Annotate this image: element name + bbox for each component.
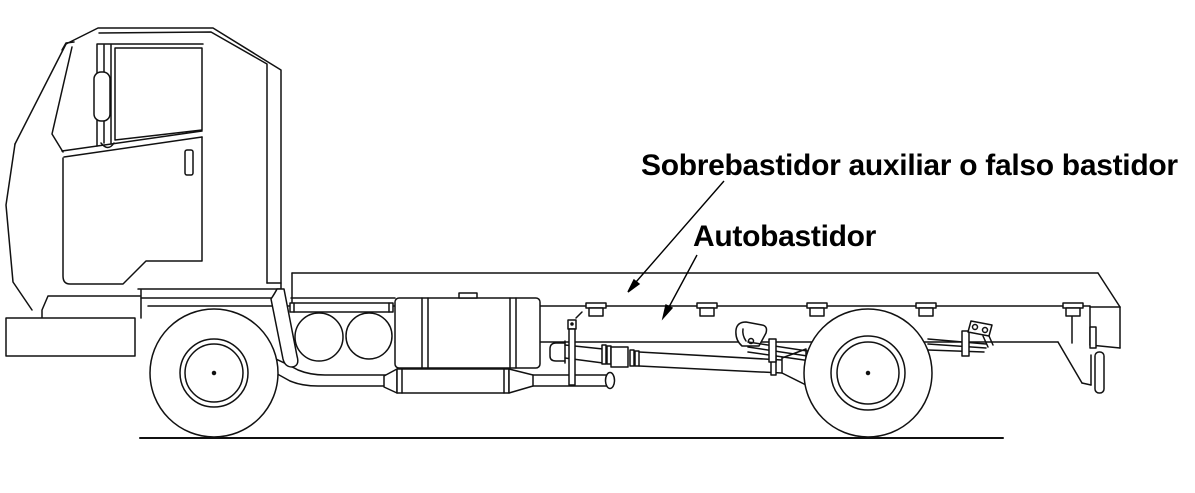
- rear-mudflap-bracket: [1094, 351, 1105, 394]
- truck-cab: [5, 27, 299, 368]
- belt-line: [61, 130, 203, 152]
- frame-clip: [585, 302, 607, 317]
- windshield-edge: [51, 46, 73, 153]
- fuel-tank: [394, 292, 541, 369]
- cab-step: [41, 295, 141, 319]
- cab-silhouette: [6, 28, 281, 356]
- exhaust-system: [246, 348, 616, 394]
- front-wheel: [149, 308, 279, 438]
- spring-clamp: [961, 330, 970, 357]
- front-bumper: [5, 317, 136, 357]
- spring-clamp: [768, 338, 777, 363]
- u-joint: [610, 346, 629, 368]
- window-glass: [114, 47, 203, 141]
- support-rod: [567, 311, 583, 386]
- frame-clip: [696, 302, 718, 317]
- tailpipe-end: [604, 371, 616, 390]
- air-tanks: [294, 312, 393, 362]
- sun-visor: [61, 41, 75, 51]
- frame-rear-overhang: [1057, 272, 1121, 394]
- frame-clip: [1062, 302, 1084, 317]
- rear-leaf-spring-rear: [927, 320, 994, 357]
- rear-reflector: [1089, 326, 1097, 349]
- spring-hanger-front: [735, 321, 768, 347]
- leader-arrow-autobastidor: [661, 254, 698, 321]
- driveshaft: [549, 340, 807, 386]
- fender-band: [270, 288, 299, 368]
- step-board: [289, 297, 396, 313]
- muffler-right-cone: [508, 368, 534, 394]
- spring-shackle: [967, 320, 993, 337]
- fuel-filler-cap: [458, 292, 478, 299]
- door-handle: [184, 149, 194, 176]
- frame-clip: [915, 302, 937, 317]
- mirror-bracket: [93, 71, 111, 122]
- rear-leaf-spring-front: [735, 321, 815, 363]
- cab-roof: [65, 27, 282, 291]
- frame-clip: [806, 302, 828, 317]
- muffler-left-cone: [383, 368, 398, 394]
- frame-clips: [585, 302, 1084, 317]
- label-autobastidor: Autobastidor: [693, 220, 877, 253]
- cab-front-face: [5, 143, 33, 311]
- cab-door: [62, 136, 203, 285]
- rear-wheel: [803, 308, 933, 438]
- leader-arrow-sobrebastidor: [627, 180, 725, 293]
- label-sobrebastidor: Sobrebastidor auxiliar o falso bastidor: [641, 149, 1178, 182]
- muffler-body: [396, 368, 510, 394]
